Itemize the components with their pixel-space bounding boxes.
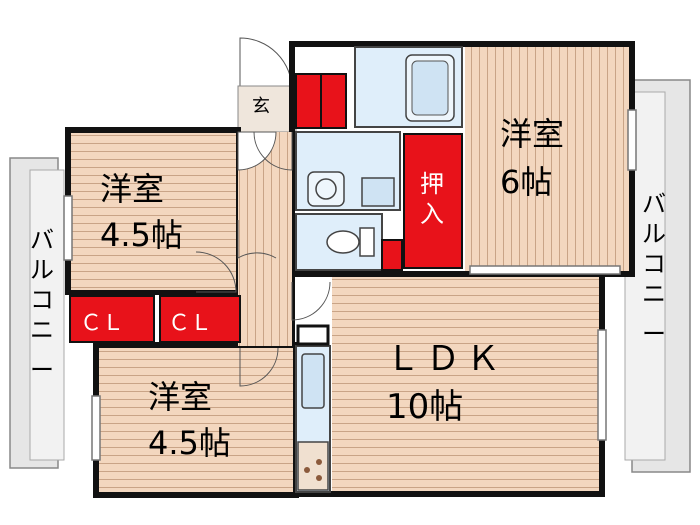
interior-doors: [195, 131, 331, 387]
western-6-size: 6帖: [500, 163, 552, 201]
entrance-label: 玄: [252, 96, 270, 117]
kitchen-sink-icon: [301, 353, 325, 409]
svg-text:ル: ル: [642, 220, 666, 248]
svg-text:バ: バ: [642, 190, 666, 218]
western-45-bottom-name: 洋室: [148, 378, 212, 416]
room-western-45-bottom-floor: [99, 348, 293, 492]
western-6-name: 洋室: [500, 115, 564, 153]
closet-left: [69, 295, 155, 343]
washroom: [295, 131, 401, 211]
closet-right-label: ＣＬ: [168, 311, 212, 336]
balcony-right-label: バ ル コ ニ ー: [642, 190, 666, 348]
svg-text:ル: ル: [30, 256, 54, 284]
svg-text:バ: バ: [30, 226, 54, 254]
svg-text:ニ: ニ: [642, 280, 666, 308]
fridge-space: [296, 324, 330, 346]
room-ldk-floor: [332, 277, 599, 491]
room-western-45-top-floor: [71, 133, 236, 290]
sink-icon: [361, 177, 395, 207]
room-western-6-floor: [465, 47, 629, 271]
toilet: [295, 213, 383, 271]
closet-left-label: ＣＬ: [80, 311, 124, 336]
svg-text:ー: ー: [30, 356, 54, 384]
balcony-left-label: バ ル コ ニ ー: [30, 226, 54, 384]
closet-right: [159, 295, 241, 343]
svg-text:コ: コ: [642, 250, 666, 278]
western-45-bottom-size: 4.5帖: [148, 424, 231, 462]
ldk-name: ＬＤＫ: [386, 339, 506, 379]
kitchen-counter: [295, 345, 331, 493]
windows: [63, 109, 637, 461]
balcony-left: [9, 157, 65, 469]
ldk-size: 10帖: [386, 387, 463, 427]
svg-text:ニ: ニ: [30, 316, 54, 344]
western-45-top-size: 4.5帖: [100, 216, 183, 254]
entrance-door: [237, 37, 297, 133]
svg-text:コ: コ: [30, 286, 54, 314]
bathroom: [354, 46, 463, 128]
svg-text:ー: ー: [642, 320, 666, 348]
toilet-icon: [326, 230, 360, 254]
washing-machine-icon: [307, 171, 345, 207]
oshiire: [403, 133, 463, 269]
stove-icon: [297, 441, 329, 491]
western-45-top-name: 洋室: [100, 170, 164, 208]
oshiire-label-1: 押: [420, 170, 444, 198]
small-storage: [381, 239, 403, 271]
oshiire-label-2: 入: [420, 200, 444, 228]
